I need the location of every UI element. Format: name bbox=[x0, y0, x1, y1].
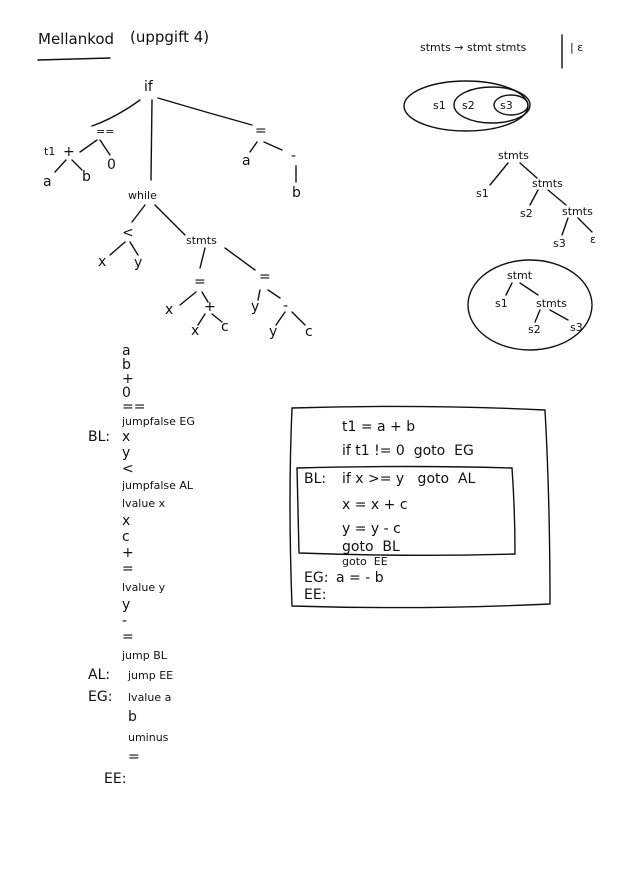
node-assign2-minus: - bbox=[283, 298, 289, 314]
tac-instruction: if x >= y goto AL bbox=[342, 471, 476, 487]
tree2-stmts: stmts bbox=[536, 297, 567, 310]
tac-instruction: a = - b bbox=[336, 570, 384, 586]
node-b: b bbox=[82, 169, 91, 185]
tree2-s3: s3 bbox=[570, 321, 583, 334]
tree2-s1: s1 bbox=[495, 297, 508, 310]
tac-label: EE: bbox=[304, 587, 327, 603]
tree-eps: ε bbox=[590, 233, 596, 246]
stack-instruction: jumpfalse AL bbox=[122, 479, 194, 492]
tree2-s2: s2 bbox=[528, 323, 541, 336]
tac-instruction: t1 = a + b bbox=[342, 419, 416, 435]
node-assign2: = bbox=[259, 269, 271, 285]
node-assign1-plus: + bbox=[204, 299, 216, 315]
node-assign-b: b bbox=[292, 185, 301, 201]
tac-instruction: y = y - c bbox=[342, 521, 401, 537]
grammar-alt: | ε bbox=[570, 41, 584, 54]
tree2-root: stmt bbox=[507, 269, 533, 282]
circle-label-s2: s2 bbox=[462, 99, 475, 112]
stack-instruction: lvalue x bbox=[122, 497, 166, 510]
node-assign1-px: x bbox=[191, 323, 200, 339]
stack-instruction: == bbox=[122, 399, 146, 415]
stack-instruction: b bbox=[122, 357, 131, 373]
tree-s1: s1 bbox=[476, 187, 489, 200]
stack-instruction: a bbox=[122, 343, 131, 359]
stack-instruction: uminus bbox=[128, 731, 169, 744]
node-t1: t1 bbox=[44, 145, 56, 158]
node-zero: 0 bbox=[107, 157, 116, 173]
node-a: a bbox=[43, 174, 52, 190]
node-assign-a: a bbox=[242, 153, 251, 169]
node-assign2-mc: c bbox=[305, 324, 313, 340]
stack-instruction: = bbox=[128, 749, 140, 765]
stack-instruction: c bbox=[122, 529, 130, 545]
tree-stmts1: stmts bbox=[532, 177, 563, 190]
stack-instruction: < bbox=[122, 461, 134, 477]
stack-instruction: jump EE bbox=[128, 669, 174, 682]
tree-stmts2: stmts bbox=[562, 205, 593, 218]
title-underline bbox=[37, 57, 111, 61]
node-assign2-my: y bbox=[269, 324, 278, 340]
stack-instruction: b bbox=[128, 709, 137, 725]
stack-instruction: lvalue y bbox=[122, 581, 166, 594]
node-neg: - bbox=[291, 148, 297, 164]
node-if: if bbox=[144, 79, 153, 95]
node-plus: + bbox=[63, 144, 75, 160]
circle-label-s3: s3 bbox=[500, 99, 513, 112]
circle-s3 bbox=[493, 94, 529, 116]
stack-instruction: jump BL bbox=[122, 649, 167, 662]
circle-label-s1: s1 bbox=[433, 99, 446, 112]
tac-label: BL: bbox=[304, 471, 327, 487]
circle-s2 bbox=[453, 86, 531, 124]
tree-root: stmts bbox=[498, 149, 529, 162]
syntax-tree-edges bbox=[54, 97, 306, 326]
stack-instruction: y bbox=[122, 597, 131, 613]
tac-instruction: if t1 != 0 goto EG bbox=[342, 443, 474, 459]
stack-label: AL: bbox=[88, 667, 111, 683]
stack-instruction: - bbox=[122, 613, 128, 629]
stack-label: BL: bbox=[88, 429, 111, 445]
grammar-rule: stmts → stmt stmts bbox=[420, 41, 527, 54]
circle-stmt-tree bbox=[467, 259, 593, 351]
tac-label: EG: bbox=[304, 570, 329, 586]
stack-instruction: 0 bbox=[122, 385, 131, 401]
stack-instruction: = bbox=[122, 629, 134, 645]
stack-instruction: y bbox=[122, 445, 131, 461]
node-eq: == bbox=[96, 125, 115, 138]
stack-instruction: x bbox=[122, 429, 131, 445]
stack-label: EG: bbox=[88, 689, 113, 705]
node-assign1-x: x bbox=[165, 302, 174, 318]
node-lt: < bbox=[122, 225, 134, 241]
grammar-tree-edges bbox=[489, 162, 593, 323]
node-assign: = bbox=[255, 123, 267, 139]
page-title: Mellankod bbox=[38, 30, 115, 48]
stack-instruction: x bbox=[122, 513, 131, 529]
stack-label: EE: bbox=[104, 771, 127, 787]
node-lt-y: y bbox=[134, 255, 143, 271]
tac-instruction: goto BL bbox=[342, 539, 400, 555]
stack-instruction: lvalue a bbox=[128, 691, 172, 704]
loop-code-box bbox=[296, 465, 516, 556]
tac-instruction: goto EE bbox=[342, 555, 388, 568]
stack-instruction: + bbox=[122, 371, 134, 387]
page-subtitle: (uppgift 4) bbox=[130, 28, 210, 46]
tree-s3: s3 bbox=[553, 237, 566, 250]
outer-code-box bbox=[289, 405, 551, 609]
tree-s2: s2 bbox=[520, 207, 533, 220]
node-assign2-y: y bbox=[251, 299, 260, 315]
tac-instruction: x = x + c bbox=[342, 497, 408, 513]
stack-instruction: = bbox=[122, 561, 134, 577]
node-stmts: stmts bbox=[186, 234, 217, 247]
stack-instruction: + bbox=[122, 545, 134, 561]
node-while: while bbox=[128, 189, 157, 202]
stack-instruction: jumpfalse EG bbox=[122, 415, 195, 428]
node-lt-x: x bbox=[98, 254, 107, 270]
node-assign1-pc: c bbox=[221, 319, 229, 335]
node-assign1: = bbox=[194, 274, 206, 290]
